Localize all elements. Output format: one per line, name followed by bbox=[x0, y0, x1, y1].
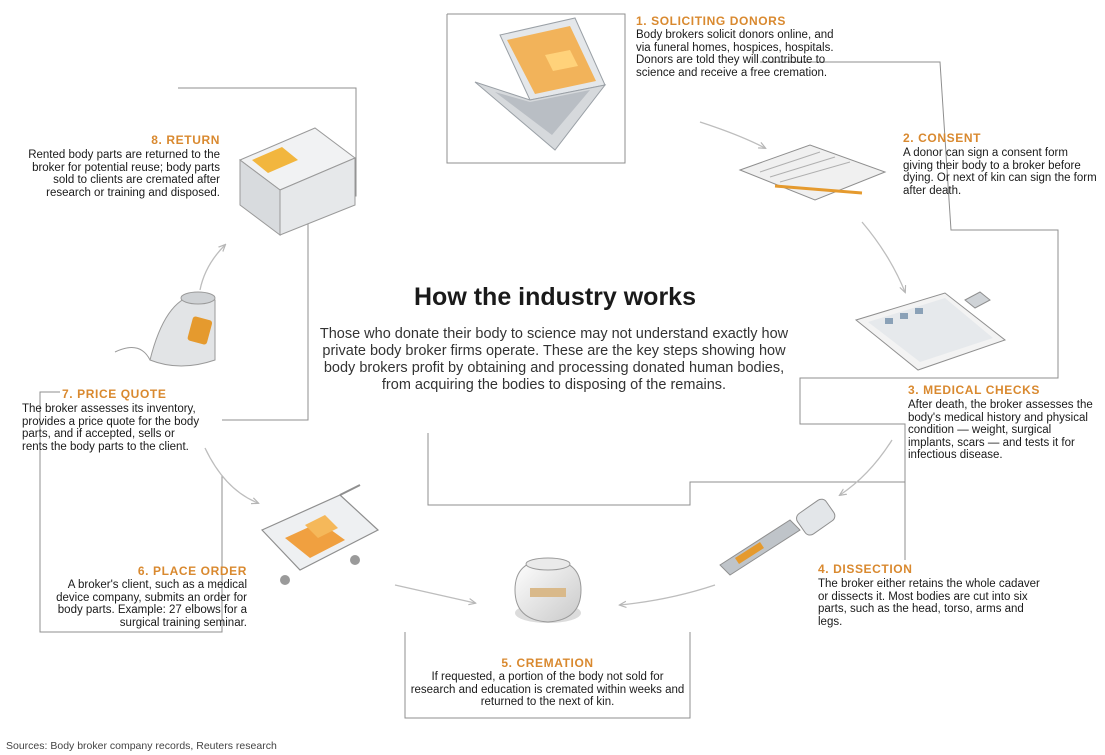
step-1-text: Body brokers solicit donors online, and … bbox=[636, 29, 834, 79]
step-8-title: 8. RETURN bbox=[151, 133, 220, 147]
bone-saw-icon bbox=[719, 498, 836, 576]
arrow-7-8 bbox=[199, 245, 225, 291]
arrow-3-4 bbox=[840, 439, 893, 495]
flow-outline-left bbox=[39, 391, 223, 633]
urn-icon bbox=[514, 557, 582, 623]
arrow-2-3 bbox=[861, 221, 905, 292]
step-4-text: The broker either retains the whole cada… bbox=[818, 578, 1040, 628]
diagram-title: How the industry works bbox=[414, 283, 696, 311]
clipboard-icon bbox=[854, 291, 1007, 371]
step-2-title: 2. CONSENT bbox=[903, 131, 982, 145]
consent-form-icon bbox=[738, 144, 887, 201]
shopping-cart-icon bbox=[260, 484, 380, 585]
step-3-title: 3. MEDICAL CHECKS bbox=[908, 383, 1040, 397]
flow-outline-bottom bbox=[427, 433, 905, 506]
step-6-title: 6. PLACE ORDER bbox=[137, 564, 247, 578]
price-tag-foot-icon bbox=[114, 291, 216, 367]
step-1-title: 1. SOLICITING DONORS bbox=[636, 14, 787, 28]
step-7-title: 7. PRICE QUOTE bbox=[62, 387, 167, 401]
step-7-text: The broker assesses its inventory, provi… bbox=[22, 403, 200, 453]
flow-outline-right bbox=[760, 61, 1059, 560]
step-3-text: After death, the broker assesses the bod… bbox=[908, 399, 1093, 462]
arrow-6-5 bbox=[394, 584, 475, 603]
box-icon bbox=[239, 127, 356, 236]
sources-note: Sources: Body broker company records, Re… bbox=[6, 740, 277, 752]
step-5-text: If requested, a portion of the body not … bbox=[410, 671, 685, 709]
laptop-icon bbox=[474, 17, 607, 151]
diagram-intro: Those who donate their body to science m… bbox=[319, 326, 789, 393]
arrow-7-6 bbox=[204, 447, 258, 503]
step-6-text: A broker's client, such as a medical dev… bbox=[56, 579, 247, 629]
step-4-title: 4. DISSECTION bbox=[818, 562, 913, 576]
flow-outline-cremation bbox=[404, 632, 691, 719]
arrow-1-2 bbox=[699, 121, 765, 148]
step-2-text: A donor can sign a consent form giving t… bbox=[903, 147, 1097, 197]
arrow-4-5 bbox=[620, 584, 716, 605]
flow-outline bbox=[446, 13, 626, 164]
step-5-title: 5. CREMATION bbox=[501, 656, 594, 670]
step-8-text: Rented body parts are returned to the br… bbox=[28, 149, 220, 199]
